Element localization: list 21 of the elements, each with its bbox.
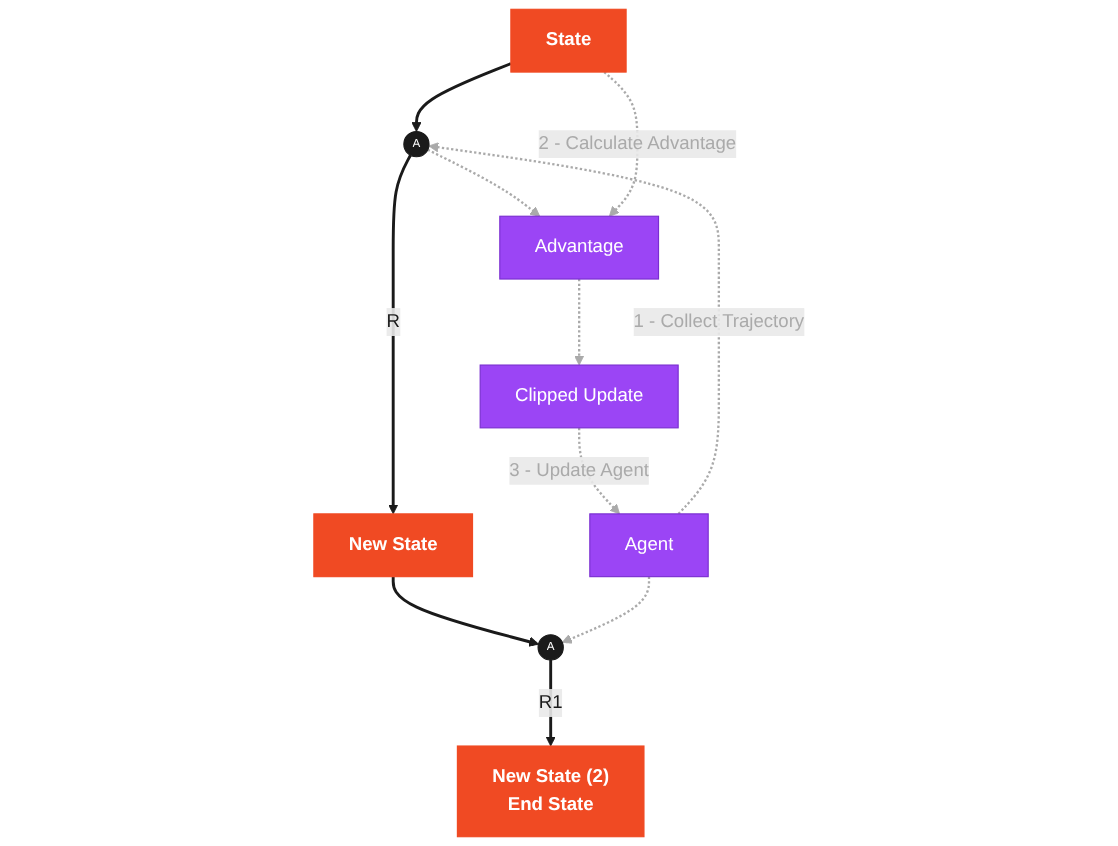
arrow bbox=[578, 427, 620, 515]
edge-label: 2 - Calculate Advantage bbox=[538, 133, 737, 154]
node-box: New State bbox=[313, 513, 474, 578]
arrow bbox=[391, 576, 539, 647]
node-box: Clipped Update bbox=[479, 364, 679, 429]
arrow bbox=[561, 576, 651, 644]
arrow bbox=[428, 142, 720, 515]
arrow bbox=[388, 154, 412, 515]
edge-label: 3 - Update Agent bbox=[509, 460, 649, 481]
arrow bbox=[411, 62, 512, 133]
node-box: Advantage bbox=[499, 215, 660, 280]
node-box: New State (2) End State bbox=[456, 745, 645, 838]
arrow bbox=[427, 148, 541, 217]
node-box: State bbox=[510, 8, 627, 73]
arrow bbox=[574, 279, 585, 366]
node-box: Agent bbox=[589, 513, 709, 578]
arrow bbox=[603, 71, 639, 217]
edge-label: 1 - Collect Trajectory bbox=[633, 311, 805, 332]
edge-label: R1 bbox=[538, 692, 563, 713]
edge-label: R bbox=[386, 311, 400, 332]
arrow bbox=[545, 660, 556, 747]
